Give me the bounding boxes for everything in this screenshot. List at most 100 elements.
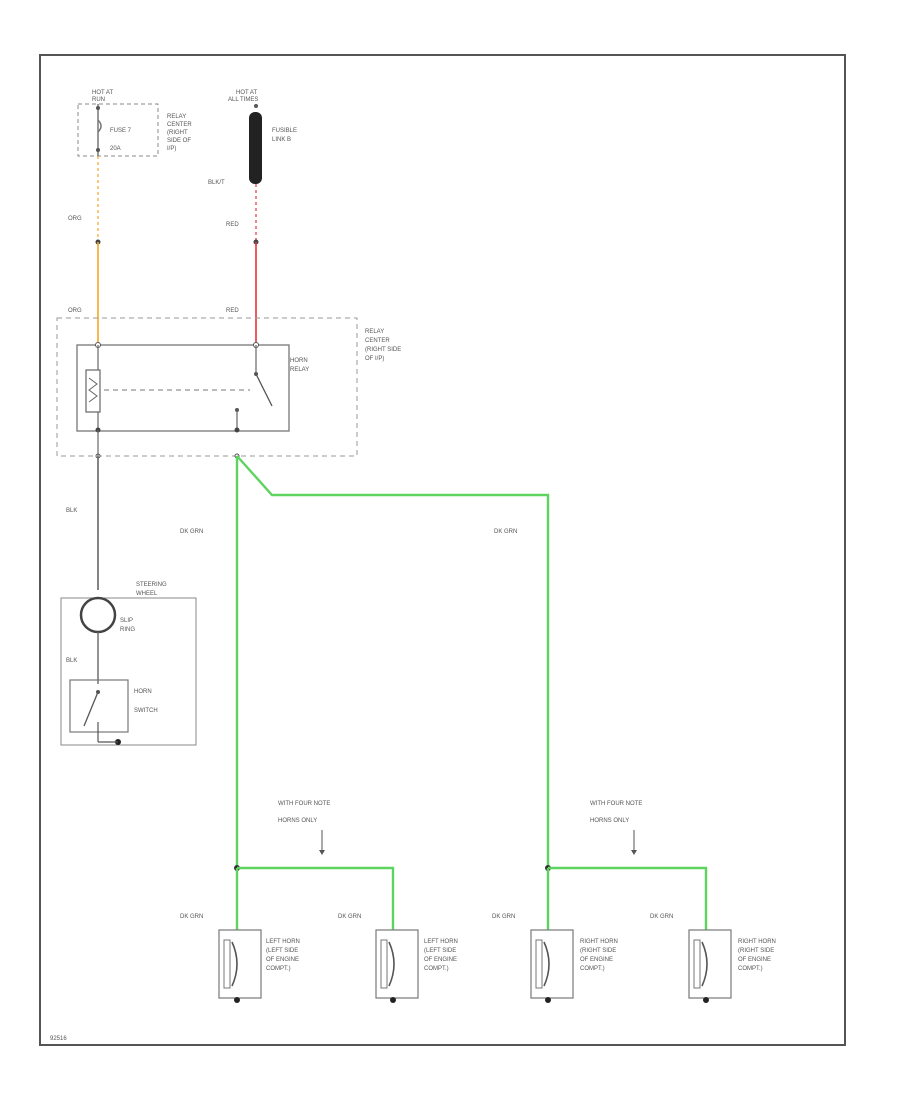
relay-center-top-1: CENTER	[167, 122, 192, 128]
fusible-link-label-1: LINK B	[272, 137, 291, 143]
horn-3-ground	[545, 997, 551, 1003]
fuse-label: FUSE 7	[110, 128, 132, 134]
horn4-label-2: OF ENGINE	[738, 957, 771, 963]
horn-switch-icon	[83, 691, 99, 727]
steering-wheel-box	[60, 597, 197, 746]
horn-1-ground	[234, 997, 240, 1003]
horn-2-body	[375, 929, 419, 999]
battery-terminal	[254, 104, 258, 108]
relay-center-top-4: I/P)	[167, 146, 176, 152]
wire-dkgrn-left-label: DK GRN	[180, 529, 203, 535]
horn-3-body	[530, 929, 574, 999]
relay-coil-icon	[85, 369, 101, 413]
arrow-down-icon	[319, 850, 325, 855]
relay-switch-icon	[255, 373, 273, 407]
fusible-link-icon	[249, 112, 262, 184]
wire-org-label-2: ORG	[68, 308, 82, 314]
slip-ring-label-1: RING	[120, 627, 135, 633]
fuse-block-outline	[77, 103, 159, 157]
horn1-label-0: LEFT HORN	[266, 939, 300, 945]
fuse-terminal-top	[96, 106, 100, 110]
relay-center-top-3: SIDE OF	[167, 138, 191, 144]
hot-all-sub-label: ALL TIMES	[228, 97, 258, 103]
horn2-label-2: OF ENGINE	[424, 957, 457, 963]
horn-icon	[543, 941, 550, 987]
fusible-link-label-0: FUSIBLE	[272, 128, 297, 134]
hot-run-label: HOT AT	[92, 90, 113, 96]
four-note-right-1: HORNS ONLY	[590, 818, 629, 824]
horn-4	[688, 929, 732, 1003]
horn3-label-2: OF ENGINE	[580, 957, 613, 963]
horn2-wire-label: DK GRN	[338, 914, 361, 920]
horn4-wire-label: DK GRN	[650, 914, 673, 920]
horn-1-inner	[223, 939, 231, 989]
horn1-wire-label: DK GRN	[180, 914, 203, 920]
slip-ring-icon	[79, 596, 117, 634]
horn-3	[530, 929, 574, 1003]
horn-switch-label-0: HORN	[134, 689, 152, 695]
hot-run-sub-label: RUN	[92, 97, 105, 103]
figure-id: 92516	[50, 1036, 67, 1042]
relay-center-mid-3: OF I/P)	[365, 356, 384, 362]
horn-icon	[388, 941, 395, 987]
horn-2	[375, 929, 419, 1003]
slip-ring-label-0: SLIP	[120, 618, 133, 624]
horn-2-ground	[390, 997, 396, 1003]
fuse-rating-label: 20A	[110, 146, 121, 152]
horn1-label-2: OF ENGINE	[266, 957, 299, 963]
four-note-left-0: WITH FOUR NOTE	[278, 801, 330, 807]
wire-red-label-2: RED	[226, 308, 239, 314]
wire-org-label-1: ORG	[68, 216, 82, 222]
horn3-wire-label: DK GRN	[492, 914, 515, 920]
relay-center-top-0: RELAY	[167, 114, 186, 120]
steering-wheel-label-1: WHEEL	[136, 591, 158, 597]
wire-blk-top-label: BLK/T	[208, 180, 225, 186]
horn-4-ground	[703, 997, 709, 1003]
relay-center-mid-0: RELAY	[365, 329, 384, 335]
steering-wheel-label-0: STEERING	[136, 582, 167, 588]
horn-switch-box	[69, 679, 129, 733]
horn2-label-1: (LEFT SIDE	[424, 948, 456, 954]
horn-2-inner	[380, 939, 388, 989]
horn4-label-1: (RIGHT SIDE	[738, 948, 774, 954]
horn-4-body	[688, 929, 732, 999]
four-note-right-0: WITH FOUR NOTE	[590, 801, 642, 807]
horn4-label-3: COMPT.)	[738, 966, 763, 972]
horn-1	[218, 929, 262, 1003]
horn3-label-0: RIGHT HORN	[580, 939, 618, 945]
horn-relay-label-0: HORN	[290, 358, 308, 364]
horn1-label-1: (LEFT SIDE	[266, 948, 298, 954]
horn-4-inner	[693, 939, 701, 989]
arrow-down-icon	[631, 850, 637, 855]
horn-switch-label-1: SWITCH	[134, 708, 158, 714]
horn1-label-3: COMPT.)	[266, 966, 291, 972]
fuse-terminal-bottom	[96, 148, 100, 152]
relay-center-top-2: (RIGHT	[167, 130, 188, 136]
horn-icon	[701, 941, 708, 987]
diagram-frame	[39, 54, 846, 1046]
horn-relay-label-1: RELAY	[290, 367, 309, 373]
horn-3-inner	[535, 939, 543, 989]
wire-dkgrn-right-label: DK GRN	[494, 529, 517, 535]
relay-center-mid-1: CENTER	[365, 338, 390, 344]
dkgrn-branch-right	[548, 866, 708, 930]
horn2-label-3: COMPT.)	[424, 966, 449, 972]
horn2-label-0: LEFT HORN	[424, 939, 458, 945]
wire-blk-label: BLK	[66, 508, 77, 514]
relay-center-mid-2: (RIGHT SIDE	[365, 347, 401, 353]
horn-relay-box	[76, 344, 290, 432]
horn3-label-3: COMPT.)	[580, 966, 605, 972]
coil-winding-icon	[88, 377, 98, 403]
relay-center-outline	[56, 317, 358, 457]
wire-blk-2-label: BLK	[66, 658, 77, 664]
dkgrn-branch-left	[237, 866, 395, 930]
horn-1-body	[218, 929, 262, 999]
horn4-label-0: RIGHT HORN	[738, 939, 776, 945]
dkgrn-wire-right-trunk	[236, 455, 550, 870]
hot-all-label: HOT AT	[236, 90, 257, 96]
horn-icon	[231, 941, 238, 987]
four-note-left-1: HORNS ONLY	[278, 818, 317, 824]
horn3-label-1: (RIGHT SIDE	[580, 948, 616, 954]
relay-pin-switch-out	[234, 427, 240, 433]
